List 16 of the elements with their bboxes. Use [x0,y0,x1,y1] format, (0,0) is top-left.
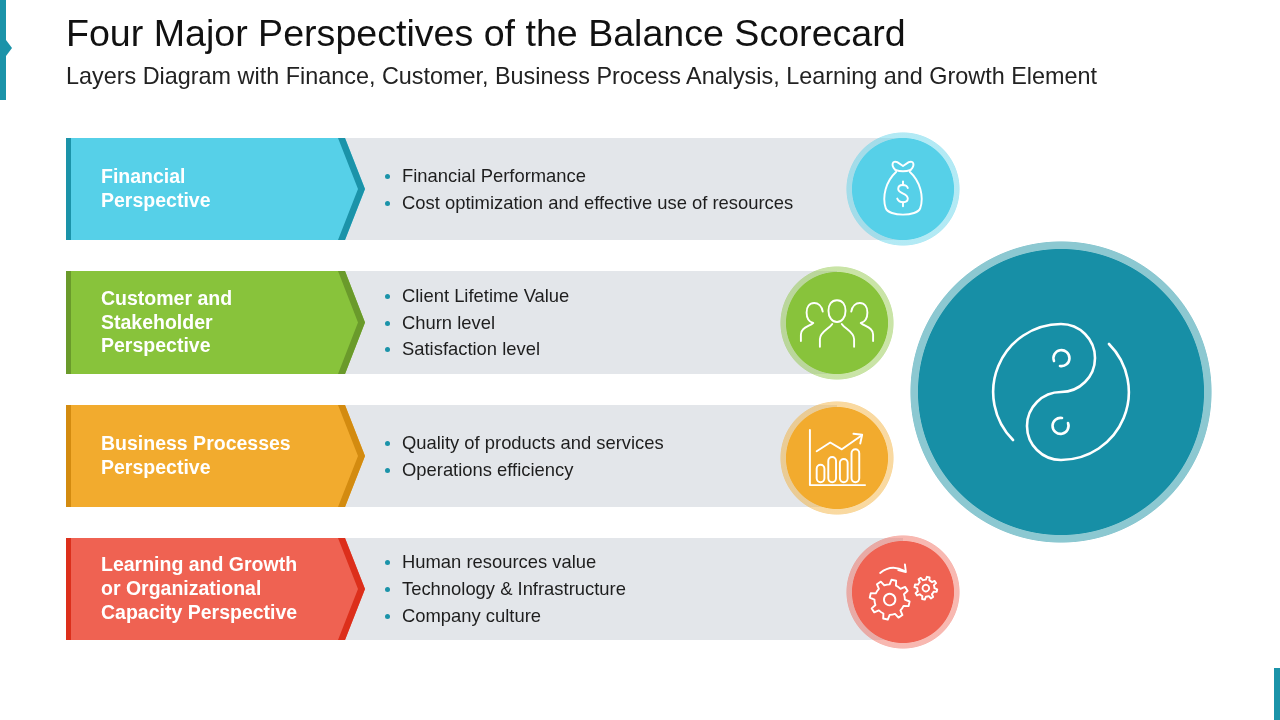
slide-title: Four Major Perspectives of the Balance Scorecard [66,13,906,55]
bullet-item: Satisfaction level [384,337,540,362]
banner-title: Financial Perspective [101,165,212,213]
bullet-item: Operations efficiency [384,457,574,482]
bullet-item: Company culture [384,603,542,628]
banner-title: Customer and Stakeholder Perspective [101,286,234,359]
bullet-item: Quality of products and services [384,430,664,455]
bullet-item: Client Lifetime Value [384,283,570,308]
slide-subtitle: Layers Diagram with Finance, Customer, Business Process Analysis, Learning and Growth Element [66,62,1097,91]
bullet-item: Financial Performance [384,163,586,188]
banner-title: Business Processes Perspective [101,432,292,480]
bullet-item: Human resources value [384,550,597,575]
bullet-item: Technology & Infrastructure [384,577,626,601]
bullet-item: Churn level [384,310,496,335]
banner-title: Learning and Growth or Organizational Capacity Perspective [101,553,299,625]
bullet-item: Cost optimization and effective use of resources [384,190,794,215]
